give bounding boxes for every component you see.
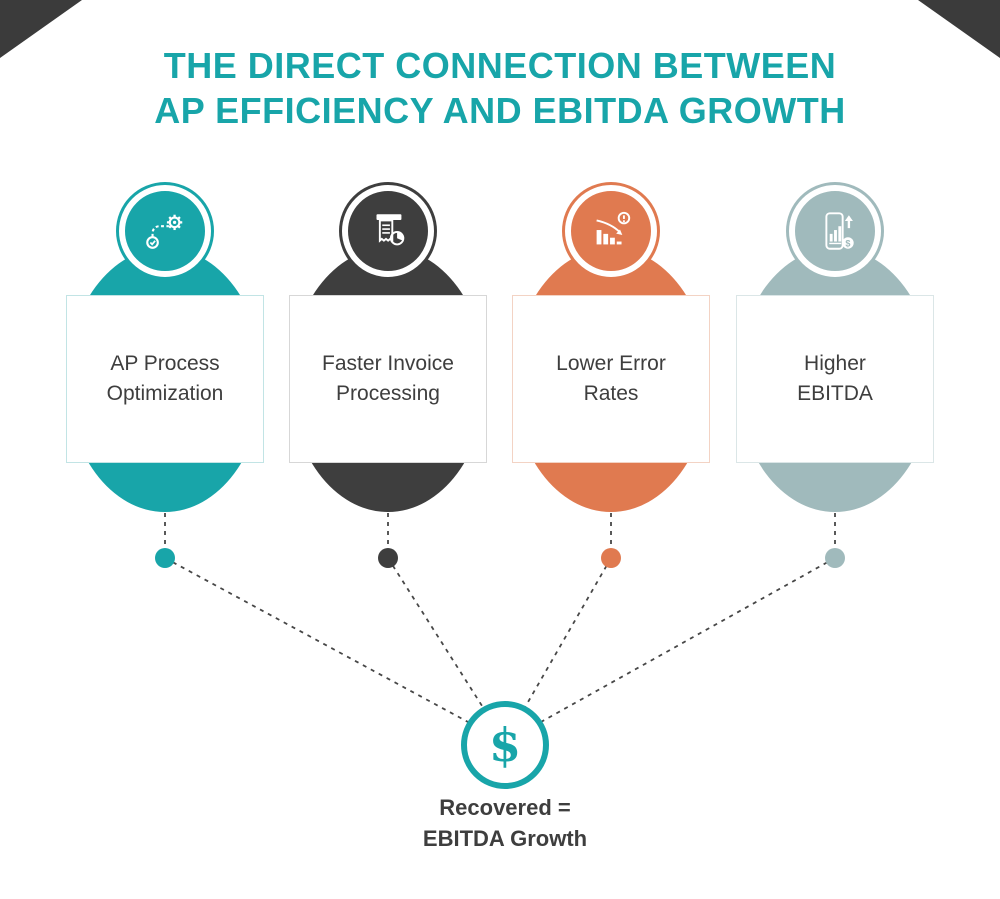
recovered-dollar-badge: $ (461, 701, 549, 789)
column-label: Faster Invoice Processing (322, 351, 454, 405)
mobile-ebitda-growth-icon: $ (825, 212, 854, 250)
page-title-line-1: THE DIRECT CONNECTION BETWEEN (163, 45, 837, 86)
dollar-sign-icon: $ (488, 718, 521, 772)
corner-triangle-right (918, 0, 1000, 58)
corner-triangle-left (0, 0, 82, 58)
column-ap-process-optimization: AP Process Optimization (55, 185, 275, 512)
column-faster-invoice-processing: Faster Invoice Processing (278, 185, 498, 512)
connector-dot-lower-errors (601, 548, 621, 568)
column-icon-badge (342, 185, 434, 277)
svg-text:$: $ (845, 238, 850, 248)
column-higher-ebitda: $ Higher EBITDA (725, 185, 945, 512)
connector-dot-faster-invoice (378, 548, 398, 568)
column-label: Lower Error Rates (556, 351, 666, 405)
label-card: Higher EBITDA (736, 295, 934, 463)
declining-error-rates-icon (596, 211, 631, 245)
invoice-processing-icon (376, 214, 405, 246)
recovered-ebitda-caption: Recovered = EBITDA Growth (422, 795, 588, 851)
column-label: Higher EBITDA (797, 351, 873, 405)
column-icon-badge (119, 185, 211, 277)
column-label: AP Process Optimization (106, 351, 224, 405)
page-title-line-2: AP EFFICIENCY AND EBITDA GROWTH (154, 89, 846, 131)
label-card: Faster Invoice Processing (289, 295, 487, 463)
label-card: AP Process Optimization (66, 295, 264, 463)
column-icon-badge: $ (789, 185, 881, 277)
connector-dot-higher-ebitda (825, 548, 845, 568)
connector-dot-ap-process (155, 548, 175, 568)
column-icon-badge (565, 185, 657, 277)
column-lower-error-rates: Lower Error Rates (501, 185, 721, 512)
label-card: Lower Error Rates (512, 295, 710, 463)
page-title: THE DIRECT CONNECTION BETWEEN AP EFFICIE… (0, 44, 1000, 133)
process-optimization-icon (146, 214, 183, 249)
